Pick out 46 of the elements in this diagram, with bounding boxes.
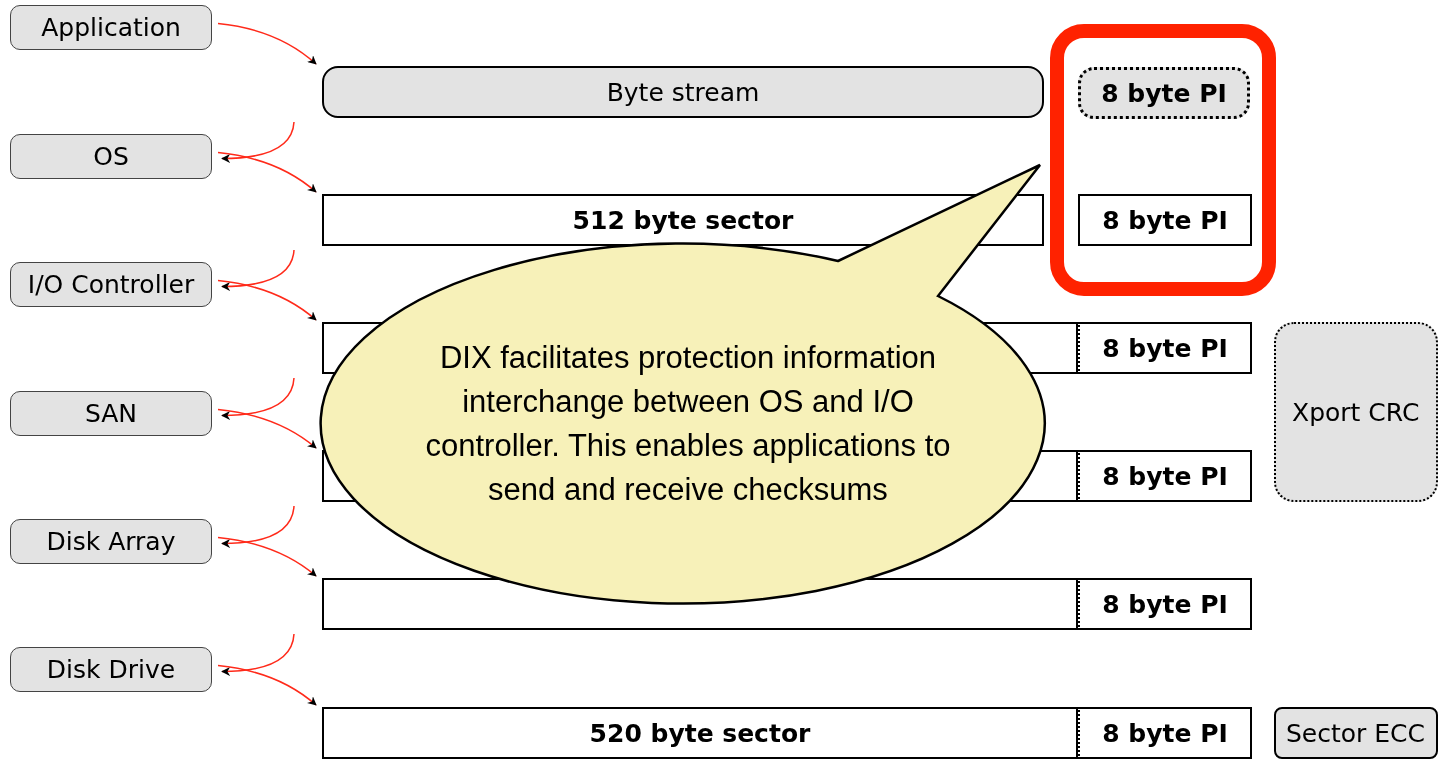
pi-field — [1078, 578, 1252, 630]
arrow — [217, 664, 317, 706]
arrow — [221, 121, 295, 163]
sector-label: 512 byte sector — [572, 205, 794, 235]
sector-label: 520 byte sector — [589, 718, 811, 748]
sector-label: Byte stream — [606, 77, 760, 107]
pi-field — [1078, 450, 1252, 502]
layer-name: OS — [93, 142, 129, 171]
arrow — [217, 408, 317, 449]
layer-label — [10, 5, 212, 50]
field-label: Sector ECC — [1286, 718, 1426, 748]
arrow — [221, 377, 295, 420]
field-label: 8 byte PI — [1101, 78, 1227, 108]
arrow — [221, 249, 295, 291]
field-label: Xport CRC — [1292, 397, 1420, 427]
layer-label — [10, 519, 212, 564]
pi-field — [1078, 707, 1252, 759]
layer-label — [10, 134, 212, 179]
field-label: 8 byte PI — [1102, 205, 1228, 235]
arrow — [217, 151, 317, 193]
layer-name: Application — [41, 13, 181, 42]
arrow — [217, 536, 317, 577]
arrow — [217, 279, 317, 321]
sector-bar — [322, 707, 1078, 759]
field-label: 8 byte PI — [1102, 333, 1228, 363]
byte-stream-bar — [322, 66, 1044, 118]
sector-ecc-box — [1274, 707, 1438, 759]
pi-field — [1078, 322, 1252, 374]
arrow — [217, 22, 317, 65]
pi-field — [1078, 67, 1250, 119]
layer-label — [10, 262, 212, 307]
layer-label — [10, 391, 212, 436]
layer-label — [10, 647, 212, 692]
pi-field — [1078, 194, 1252, 246]
layer-name: Disk Array — [46, 527, 176, 556]
arrow — [221, 633, 295, 676]
highlight-frame — [1050, 24, 1276, 296]
field-label: 8 byte PI — [1102, 718, 1228, 748]
field-label: 8 byte PI — [1102, 461, 1228, 491]
layer-name: SAN — [84, 399, 138, 428]
layer-name: Disk Drive — [46, 655, 176, 684]
xport-crc-box — [1274, 322, 1438, 502]
arrow — [221, 505, 295, 548]
field-label: 8 byte PI — [1102, 589, 1228, 619]
layer-name: I/O Controller — [27, 270, 195, 299]
callout-text: DIX facilitates protection information interchange between OS and I/O controller. This enables applications to send and receive checksums — [424, 339, 952, 509]
